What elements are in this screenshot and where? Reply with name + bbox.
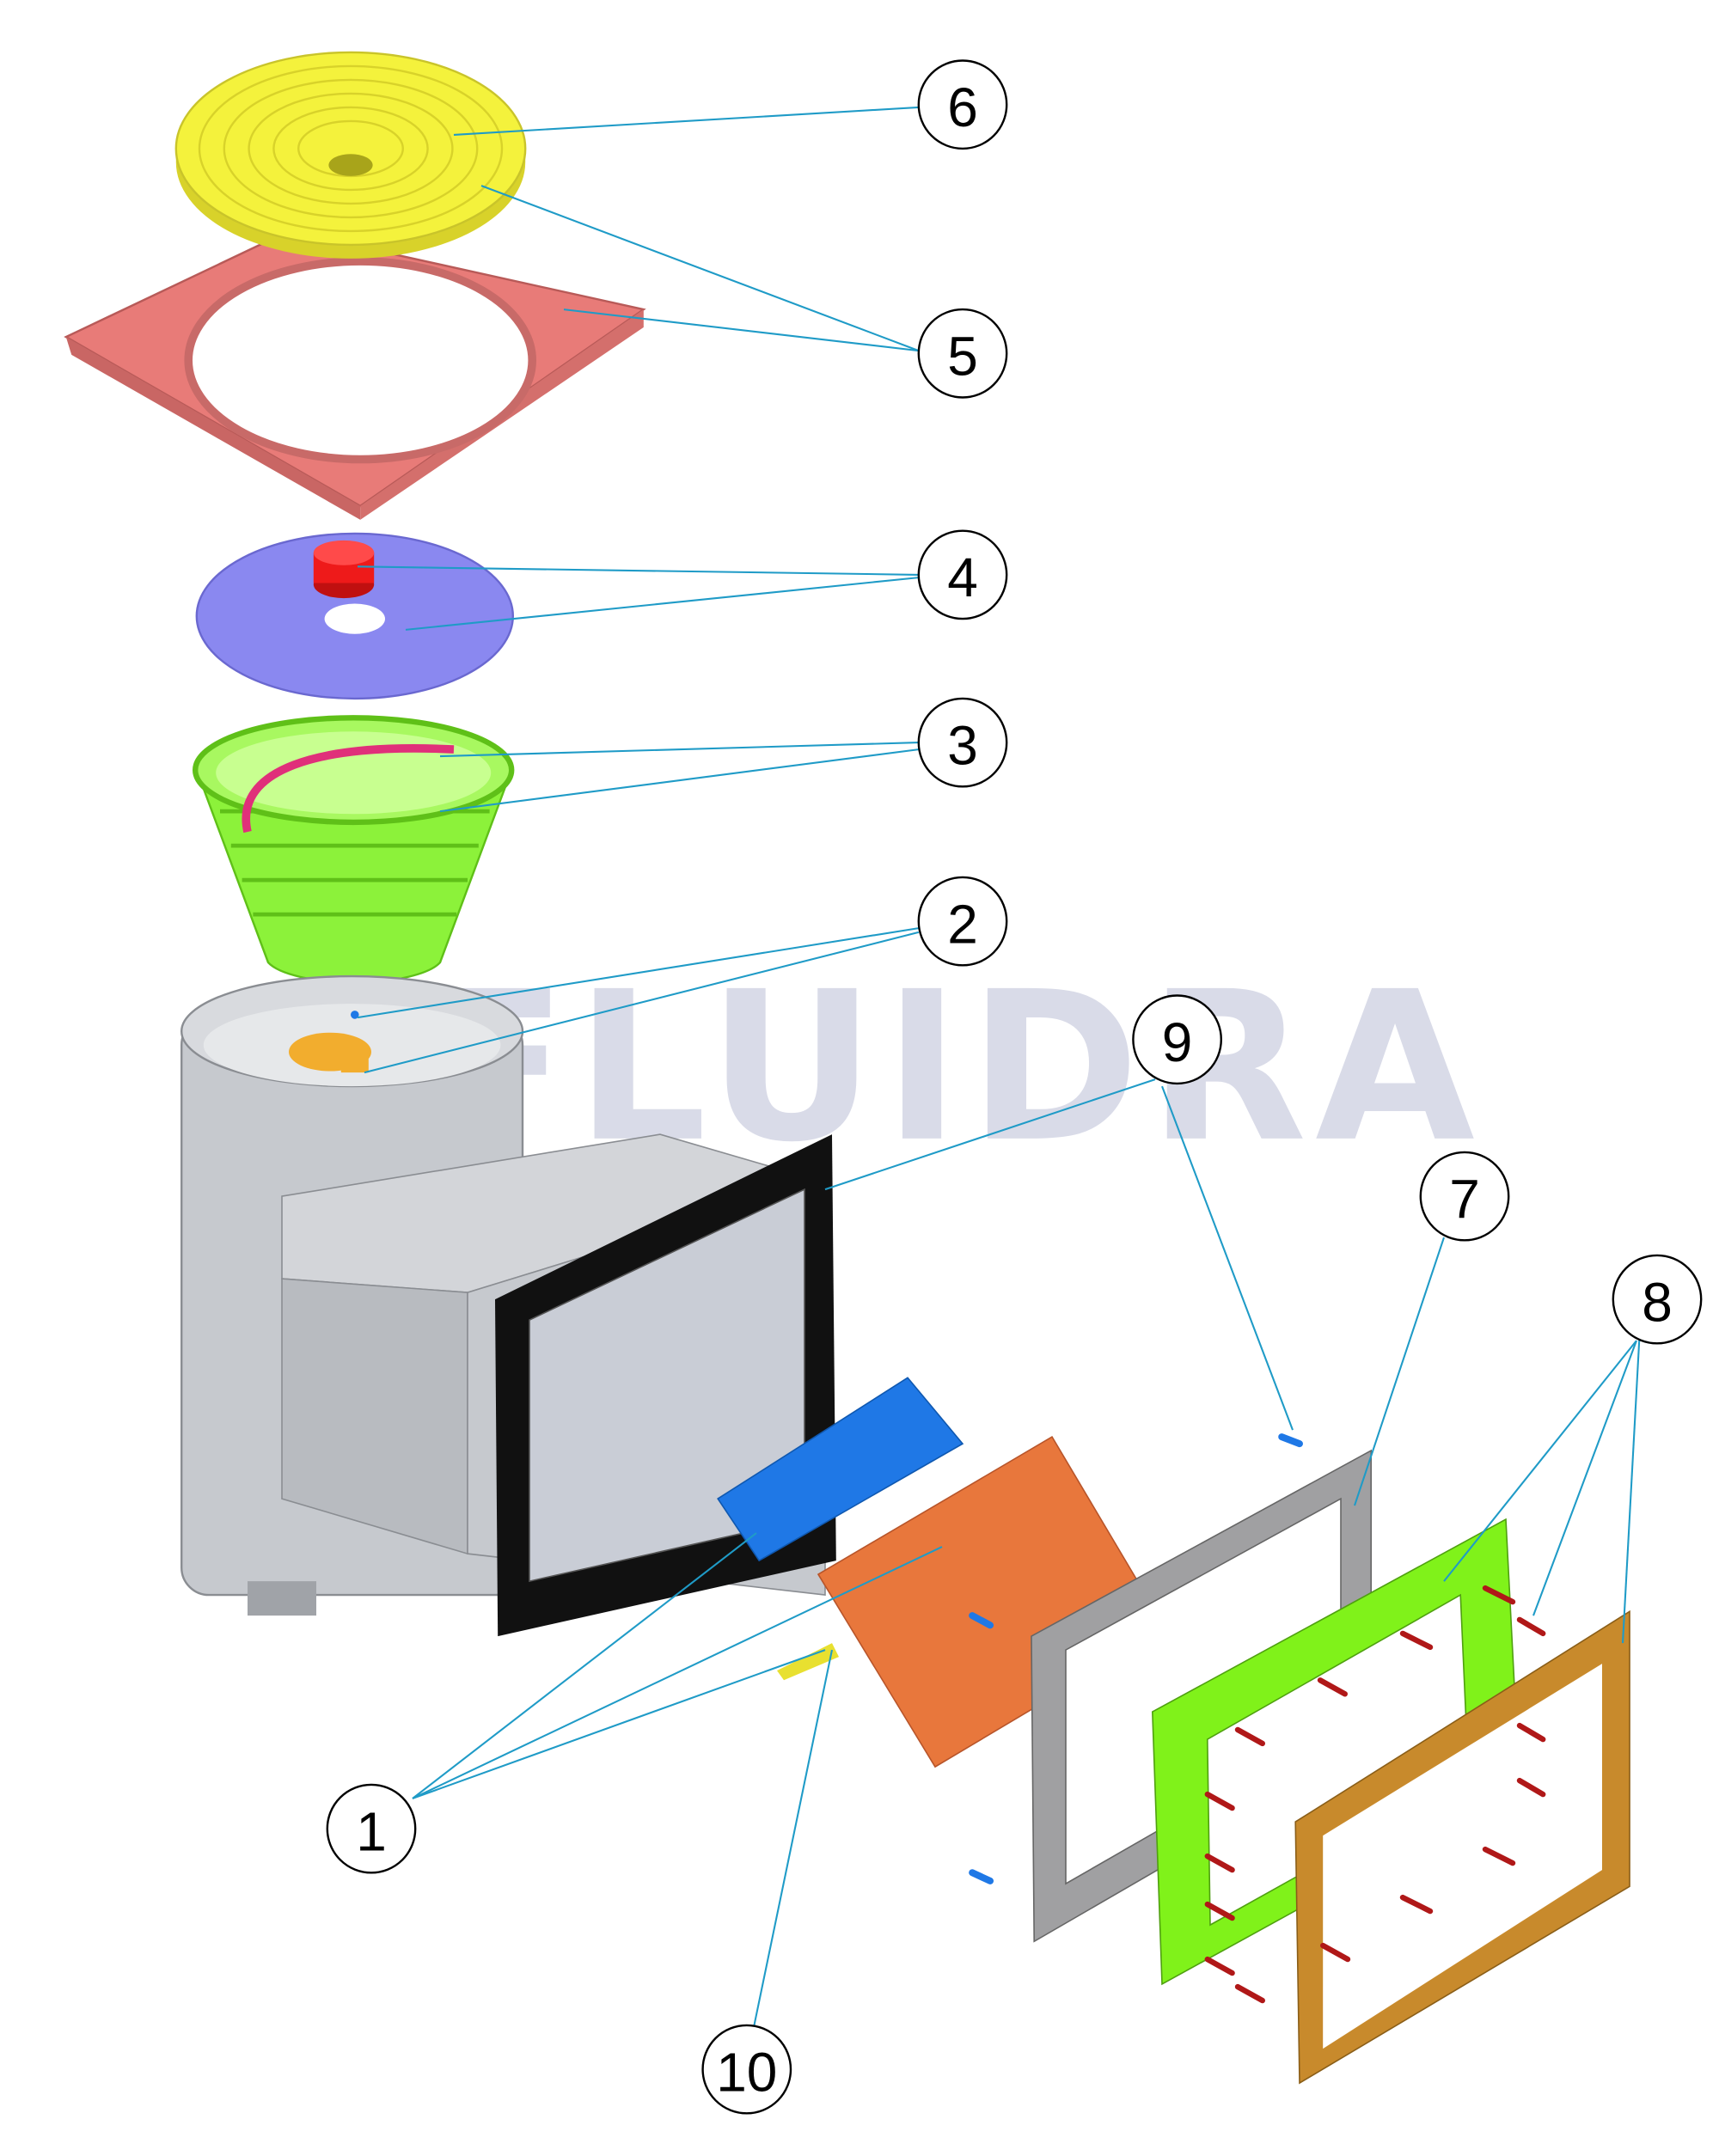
svg-text:2: 2: [947, 893, 978, 955]
callout-10: 10: [701, 2024, 792, 2115]
svg-text:3: 3: [947, 714, 978, 776]
blue-screws: [969, 1433, 1303, 1884]
adaptor-plate-part: [195, 532, 514, 700]
callout-2: 2: [917, 876, 1008, 967]
trim-frame-part: [1294, 1609, 1630, 2085]
svg-text:4: 4: [947, 547, 978, 608]
callout-4: 4: [917, 529, 1008, 620]
screws: [1204, 1585, 1546, 2004]
svg-text:10: 10: [716, 2041, 777, 2103]
callout-7: 7: [1419, 1151, 1510, 1242]
svg-text:9: 9: [1162, 1011, 1193, 1073]
callout-1: 1: [326, 1783, 417, 1874]
flap-part: [717, 1377, 964, 1562]
callout-5: 5: [917, 308, 1008, 399]
callout-8: 8: [1612, 1254, 1703, 1345]
float-part: [289, 1011, 371, 1073]
leader-lines: [357, 106, 1641, 2029]
callout-3: 3: [917, 697, 1008, 788]
svg-text:6: 6: [947, 76, 978, 138]
svg-text:5: 5: [947, 326, 978, 388]
callout-9: 9: [1132, 994, 1223, 1085]
basket-part: [193, 715, 515, 984]
svg-text:1: 1: [356, 1800, 387, 1862]
lid-frame-part: [64, 229, 646, 520]
lid-part: [174, 51, 527, 259]
svg-text:8: 8: [1642, 1271, 1673, 1333]
callout-6: 6: [917, 59, 1008, 150]
svg-text:7: 7: [1449, 1168, 1480, 1230]
